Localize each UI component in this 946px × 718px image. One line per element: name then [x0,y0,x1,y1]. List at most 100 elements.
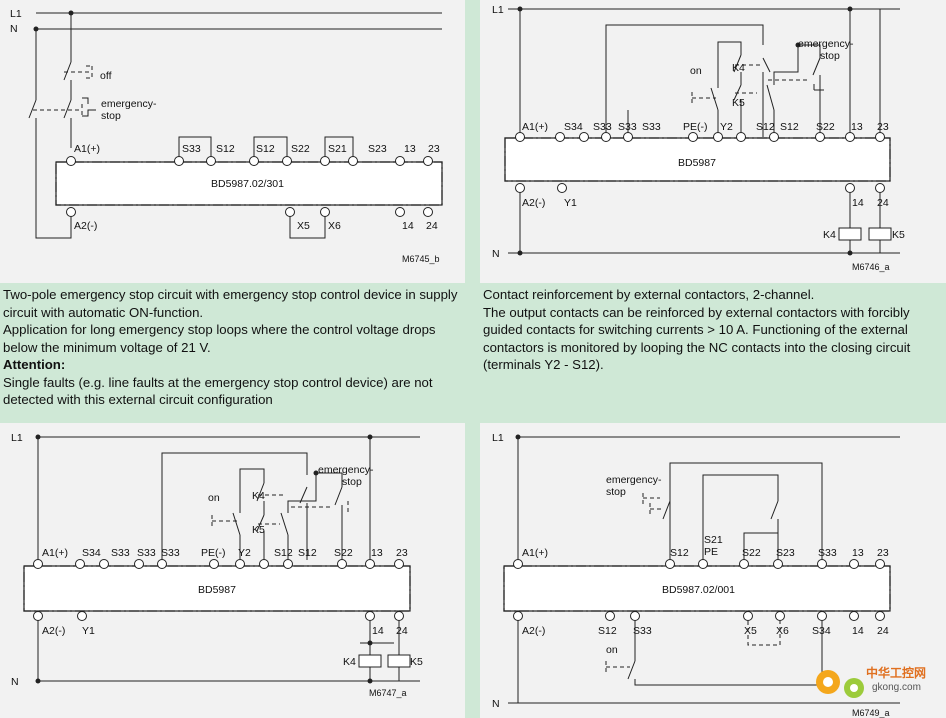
coil-k4 [838,227,862,241]
coil-k5-label: K5 [892,229,905,241]
top-terminals [513,559,885,569]
caption-1: Two-pole emergency stop circuit with eme… [0,284,465,412]
diagram-panel-4: L1 N emergency- stop BD5987.02/001 A1(+)… [480,423,946,718]
emergency-label: emergency- [798,38,854,50]
term-s22: S22 [291,143,310,155]
term-a2: A2(-) [522,197,545,209]
top-terminals [66,156,433,166]
emergency-label: emergency- [606,474,662,486]
stop-label: stop [820,50,840,62]
term-13: 13 [371,547,383,559]
coil-k4-label: K4 [823,229,836,241]
term-23: 23 [877,547,889,559]
gear-icon [816,670,864,698]
term-pe: PE(-) [201,547,226,559]
term-s23: S23 [776,547,795,559]
term-24: 24 [426,220,438,232]
term-s12a: S12 [274,547,293,559]
stop-label: stop [101,110,121,122]
term-23: 23 [428,143,440,155]
circuit-diagram-2: L1 N on K4 K5 emergency- stop BD5987 A1(… [492,4,905,272]
term-a2: A2(-) [42,625,65,637]
term-14: 14 [852,625,864,637]
caption-2-line-1: Contact reinforcement by external contac… [483,287,815,302]
coil-k5 [387,654,411,668]
term-y2: Y2 [238,547,251,559]
term-s33: S33 [182,143,201,155]
term-s12b: S12 [256,143,275,155]
term-s34: S34 [82,547,101,559]
term-a1: A1(+) [42,547,68,559]
term-s23: S23 [368,143,387,155]
term-a2: A2(-) [522,625,545,637]
term-s34: S34 [564,121,583,133]
term-s12: S12 [216,143,235,155]
watermark-url: gkong.com [872,682,921,693]
term-s33c: S33 [161,547,180,559]
term-a1: A1(+) [74,143,100,155]
term-x6: X6 [328,220,341,232]
device-label: BD5987 [678,157,716,169]
term-24: 24 [877,197,889,209]
top-terminals [515,132,885,142]
term-pe: PE [704,546,718,558]
term-y1: Y1 [82,625,95,637]
term-s22: S22 [334,547,353,559]
rail-n-label: N [10,23,18,35]
term-13: 13 [404,143,416,155]
bottom-terminals [66,207,433,217]
watermark-cn: 中华工控网 [866,666,927,680]
rail-n-label: N [11,676,19,688]
term-s33c: S33 [642,121,661,133]
k4-label: K4 [732,62,745,74]
term-x6: X6 [776,625,789,637]
device-label: BD5987 [198,584,236,596]
coil-k5-label: K5 [410,656,423,668]
term-s34: S34 [812,625,831,637]
term-s33b: S33 [137,547,156,559]
term-s12b: S12 [598,625,617,637]
term-y1: Y1 [564,197,577,209]
rail-l1-label: L1 [10,8,22,20]
caption-1-line-1: Two-pole emergency stop circuit with eme… [3,287,458,320]
term-s33a: S33 [593,121,612,133]
emergency-label: emergency- [101,98,157,110]
stop-label: stop [606,486,626,498]
rail-n-label: N [492,248,500,260]
term-a1: A1(+) [522,121,548,133]
figure-ref-2: M6746_a [852,262,890,272]
term-23: 23 [396,547,408,559]
k4-label: K4 [252,490,265,502]
caption-1-line-2: Application for long emergency stop loop… [3,322,436,355]
figure-ref-3: M6747_a [369,688,407,698]
term-s12b: S12 [298,547,317,559]
k5-label: K5 [252,524,265,536]
figure-ref-1: M6745_b [402,254,440,264]
term-s12b: S12 [780,121,799,133]
watermark-logo: 中华工控网 gkong.com [810,662,946,706]
term-pe: PE(-) [683,121,708,133]
term-s22: S22 [742,547,761,559]
circuit-diagram-3: L1 N on K4 K5 emergency- stop BD5987 A1(… [11,432,423,698]
coil-k5 [868,227,892,241]
bottom-terminals [515,183,885,193]
bottom-terminals [33,611,404,621]
term-13: 13 [852,547,864,559]
emergency-label: emergency- [318,464,374,476]
caption-2: Contact reinforcement by external contac… [480,284,946,412]
term-x5: X5 [297,220,310,232]
term-s22: S22 [816,121,835,133]
top-terminals [33,559,404,569]
rail-l1-label: L1 [492,432,504,444]
diagram-panel-3: L1 N on K4 K5 emergency- stop BD5987 A1(… [0,423,465,718]
term-a2: A2(-) [74,220,97,232]
coil-k4 [358,654,382,668]
rail-l1-label: L1 [11,432,23,444]
on-label: on [208,492,220,504]
figure-ref-4: M6749_a [852,708,890,718]
term-s33b: S33 [633,625,652,637]
coil-k4-label: K4 [343,656,356,668]
rail-l1-label: L1 [492,4,504,16]
bottom-terminals [513,611,885,621]
rail-n-label: N [492,698,500,710]
